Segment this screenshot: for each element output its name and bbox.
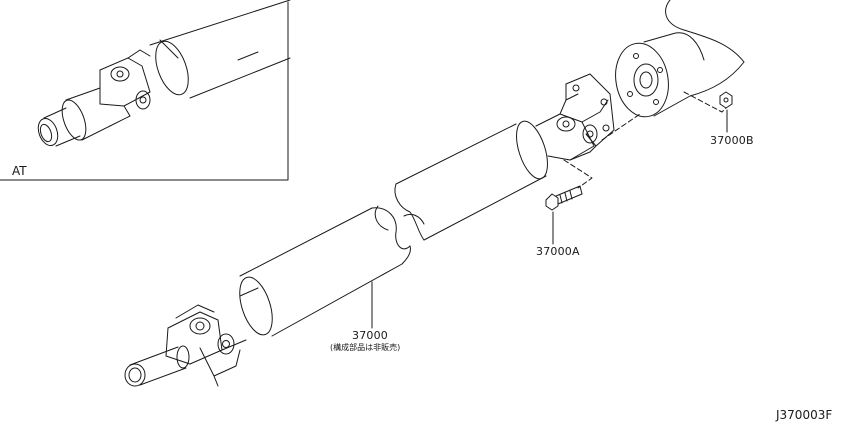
front-tube (239, 205, 411, 337)
leader-lines (371, 109, 728, 329)
callout-nut: 37000B (710, 134, 754, 147)
front-universal-joint (165, 287, 259, 387)
bolt (545, 185, 583, 211)
differential-flange (615, 0, 745, 118)
inset-frame (0, 1, 289, 181)
callout-shaft: 37000 (352, 329, 388, 342)
inset-label: AT (12, 164, 27, 178)
rear-tube (394, 120, 548, 241)
inset-shaft (37, 0, 291, 147)
callout-shaft-note: (構成部品は非販売) (330, 343, 401, 352)
front-stub-shaft (124, 345, 190, 387)
rear-universal-joint (535, 73, 615, 161)
nut (719, 91, 733, 109)
diagram-code: J370003F (776, 408, 833, 422)
assembly-dashed-lines (563, 91, 727, 189)
callout-bolt: 37000A (536, 245, 580, 258)
